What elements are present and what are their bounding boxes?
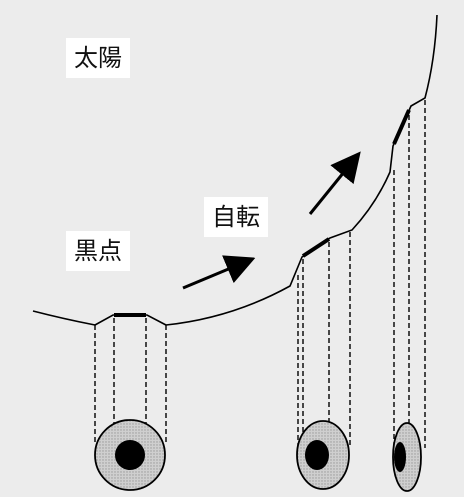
sunspot-label: 黒点 xyxy=(66,231,130,271)
sun-label: 太陽 xyxy=(66,38,130,78)
rotation-arrow-icon xyxy=(183,260,250,288)
rotation-arrow-icon xyxy=(310,156,357,214)
sunspot-disk-3 xyxy=(393,423,421,491)
sunspot-disk-1 xyxy=(95,420,165,490)
projection-lines-2 xyxy=(298,232,350,445)
rotation-label: 自転 xyxy=(204,197,268,237)
sunspot-mark-3 xyxy=(394,110,409,144)
projection-lines-3 xyxy=(394,100,425,448)
sunspot-disk-2 xyxy=(297,421,349,489)
sunspot-mark-2 xyxy=(303,239,329,256)
